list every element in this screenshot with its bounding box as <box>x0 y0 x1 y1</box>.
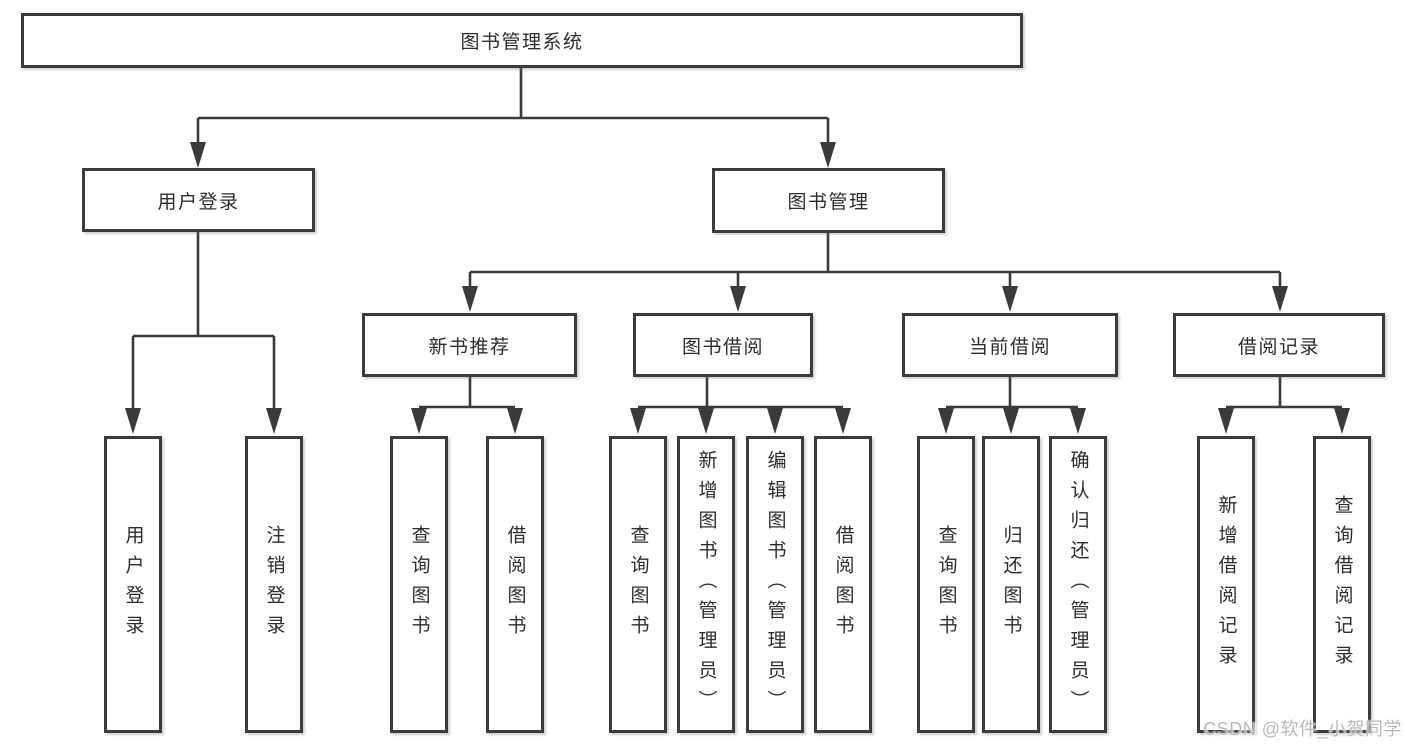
leaf-query-books-recommend: 查询图书 <box>390 436 448 733</box>
leaf-borrow-books-recommend: 借阅图书 <box>486 436 544 733</box>
node-borrow-records-label: 借阅记录 <box>1237 336 1320 358</box>
csdn-watermark: CSDN @软件_小贺同学 <box>1203 719 1402 739</box>
leaf-query-books-current: 查询图书 <box>917 436 975 733</box>
leaf-label: 借阅图书 <box>832 524 854 645</box>
leaf-query-books-borrowing: 查询图书 <box>609 436 667 733</box>
leaf-label: 新增图书（管理员） <box>695 449 717 720</box>
leaf-label: 归还图书 <box>1000 524 1022 645</box>
node-root-label: 图书管理系统 <box>460 32 584 53</box>
node-current-borrowing: 当前借阅 <box>902 313 1118 377</box>
node-new-book-recommend: 新书推荐 <box>362 313 577 377</box>
leaf-label: 用户登录 <box>122 524 144 645</box>
node-book-management: 图书管理 <box>712 168 945 233</box>
node-user-login-label: 用户登录 <box>157 191 240 213</box>
arrowheads <box>125 142 1350 434</box>
leaf-label: 借阅图书 <box>504 524 526 645</box>
leaf-user-login: 用户登录 <box>104 436 162 733</box>
leaf-add-borrow-record: 新增借阅记录 <box>1197 436 1255 733</box>
leaf-label: 确认归还（管理员） <box>1067 449 1089 720</box>
node-borrow-records: 借阅记录 <box>1173 313 1385 377</box>
leaf-add-books-admin: 新增图书（管理员） <box>677 436 735 733</box>
node-new-book-recommend-label: 新书推荐 <box>428 336 511 358</box>
leaf-label: 查询图书 <box>627 524 649 645</box>
leaf-label: 查询借阅记录 <box>1331 494 1353 675</box>
node-book-management-label: 图书管理 <box>787 192 870 213</box>
leaf-borrow-books-borrowing: 借阅图书 <box>814 436 872 733</box>
leaf-logout: 注销登录 <box>245 436 303 733</box>
leaf-label: 新增借阅记录 <box>1215 494 1237 675</box>
leaf-query-borrow-record: 查询借阅记录 <box>1313 436 1371 733</box>
leaf-label: 编辑图书（管理员） <box>764 449 786 720</box>
node-current-borrowing-label: 当前借阅 <box>968 336 1051 358</box>
node-book-borrowing: 图书借阅 <box>633 313 813 377</box>
leaf-edit-books-admin: 编辑图书（管理员） <box>746 436 804 733</box>
leaf-confirm-return-admin: 确认归还（管理员） <box>1049 436 1107 733</box>
leaf-label: 注销登录 <box>263 524 285 645</box>
node-book-borrowing-label: 图书借阅 <box>681 336 764 358</box>
leaf-label: 查询图书 <box>408 524 430 645</box>
leaf-return-books: 归还图书 <box>982 436 1040 733</box>
node-root: 图书管理系统 <box>21 13 1023 68</box>
leaf-label: 查询图书 <box>935 524 957 645</box>
node-user-login: 用户登录 <box>82 168 315 232</box>
